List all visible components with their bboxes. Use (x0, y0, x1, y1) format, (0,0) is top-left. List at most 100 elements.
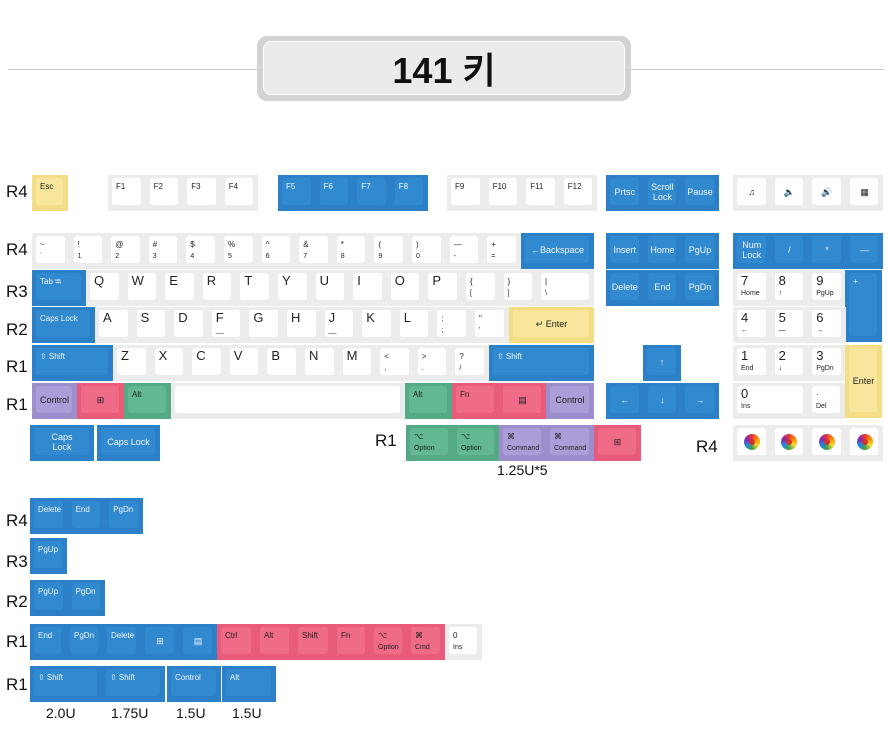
keycap-top (171, 669, 216, 696)
flower-icon (781, 434, 798, 450)
keycap-top (136, 310, 166, 337)
keycap-num-lock: Num Lock (733, 233, 771, 269)
keycap-: !1 (69, 233, 108, 269)
keycap-top (319, 178, 349, 205)
size-note: 1.5U (232, 705, 262, 721)
keycap-: ^6 (257, 233, 296, 269)
key-legend: " (479, 314, 482, 323)
keycap-: (9 (370, 233, 408, 269)
keycap-: #3 (144, 233, 183, 269)
key-sub-legend: ; (441, 327, 444, 334)
row-label: R4 (6, 240, 28, 259)
keycap-esc: Esc (32, 175, 68, 211)
key-sub-legend: ↓ (778, 365, 783, 372)
key-legend: PgDn (74, 631, 95, 640)
key-legend: F10 (492, 182, 507, 191)
keycap-: &7 (295, 233, 333, 269)
keycap-: / (770, 233, 809, 269)
keycap-top (267, 348, 296, 375)
keycap-top (107, 627, 136, 654)
key-legend: Delete (611, 282, 638, 293)
keycap-top (36, 386, 72, 413)
key-legend: @ (115, 240, 124, 249)
keycap-top (298, 627, 328, 654)
key-legend: A (103, 310, 112, 325)
keycap-top (410, 428, 448, 455)
key-legend: 5 (778, 310, 786, 325)
keycap-6: 6→ (808, 307, 846, 343)
keycap-top (380, 348, 409, 375)
key-legend: 9 (816, 273, 824, 288)
keycap-5: 5— (770, 307, 809, 343)
key-legend: → (695, 395, 705, 406)
key-legend: & (303, 240, 309, 249)
key-legend: Enter (852, 375, 875, 386)
key-legend: ⇧ Shift (497, 352, 522, 361)
key-legend: ←Backspace (530, 245, 585, 256)
key-legend: ⌘ (415, 631, 423, 640)
row-label: R1 (6, 395, 28, 414)
keycap-top (362, 310, 391, 337)
keycap-top (261, 236, 291, 263)
key-sub-legend: . (421, 365, 424, 372)
keycap-top (34, 428, 89, 455)
key-legend: T (244, 273, 253, 288)
key-legend: F12 (567, 182, 582, 191)
key-sub-legend: 8 (340, 253, 345, 260)
keycap-pause: Pause (681, 175, 719, 211)
key-legend: PgDn (113, 505, 134, 514)
keycap-k: K (358, 307, 396, 343)
keycap-enter: ↵ Enter (509, 307, 594, 343)
keycap-h: H (283, 307, 321, 343)
keycap-f8: F8 (390, 175, 429, 211)
keycap-top (647, 178, 677, 205)
keycap-o: O (386, 270, 425, 306)
keycap-top (260, 627, 289, 654)
keycap-top (598, 428, 636, 455)
keycap-r: R (198, 270, 237, 306)
keycap-top (336, 236, 366, 263)
key-legend: * (825, 245, 829, 256)
keycap-top (449, 236, 479, 263)
key-legend: — (860, 245, 870, 256)
key-legend: — (453, 240, 462, 249)
key-legend: 1 (741, 348, 749, 363)
keycap-pgup: PgUp (681, 233, 719, 269)
keycap-4: 4← (733, 307, 771, 343)
keycap-: >. (413, 345, 452, 381)
key-legend: F11 (530, 182, 544, 191)
keycap-x: X (150, 345, 189, 381)
key-legend: F7 (361, 182, 371, 191)
key-legend: | (545, 277, 548, 286)
keycap-q: Q (86, 270, 124, 306)
keycap-top (457, 428, 494, 455)
keycap-pgdn: PgDn (67, 580, 106, 616)
keycap-top (337, 627, 365, 654)
keycap-pgdn: PgDn (66, 624, 103, 660)
keycap-shift: ⇧ Shift (32, 345, 113, 381)
row-label: R1 (6, 675, 28, 694)
keycap-top (487, 236, 516, 263)
keycap-shift: ⇧ Shift (489, 345, 594, 381)
keycap-: ⊞ (141, 624, 179, 660)
keycap-top (34, 627, 61, 654)
key-sub-legend: Option (461, 445, 482, 452)
keycap-top (550, 428, 589, 455)
key-legend: PgUp (688, 245, 712, 256)
keycap-top (36, 236, 65, 263)
keycap-f2: F2 (145, 175, 184, 211)
keycap-top (221, 627, 251, 654)
key-legend: ⇧ Shift (110, 673, 135, 682)
keycap-: ⌘Command (499, 425, 546, 461)
keycap-top (99, 310, 128, 337)
key-sub-legend: = (491, 253, 496, 260)
keycap-top (36, 273, 81, 300)
key-legend: End (75, 505, 90, 514)
keycap-prtsc: Prtsc (606, 175, 644, 211)
key-legend: ⇧ Shift (40, 352, 65, 361)
keycap-: ▤ (179, 624, 217, 660)
keycap-p: P (424, 270, 462, 306)
keycap-top (437, 310, 466, 337)
